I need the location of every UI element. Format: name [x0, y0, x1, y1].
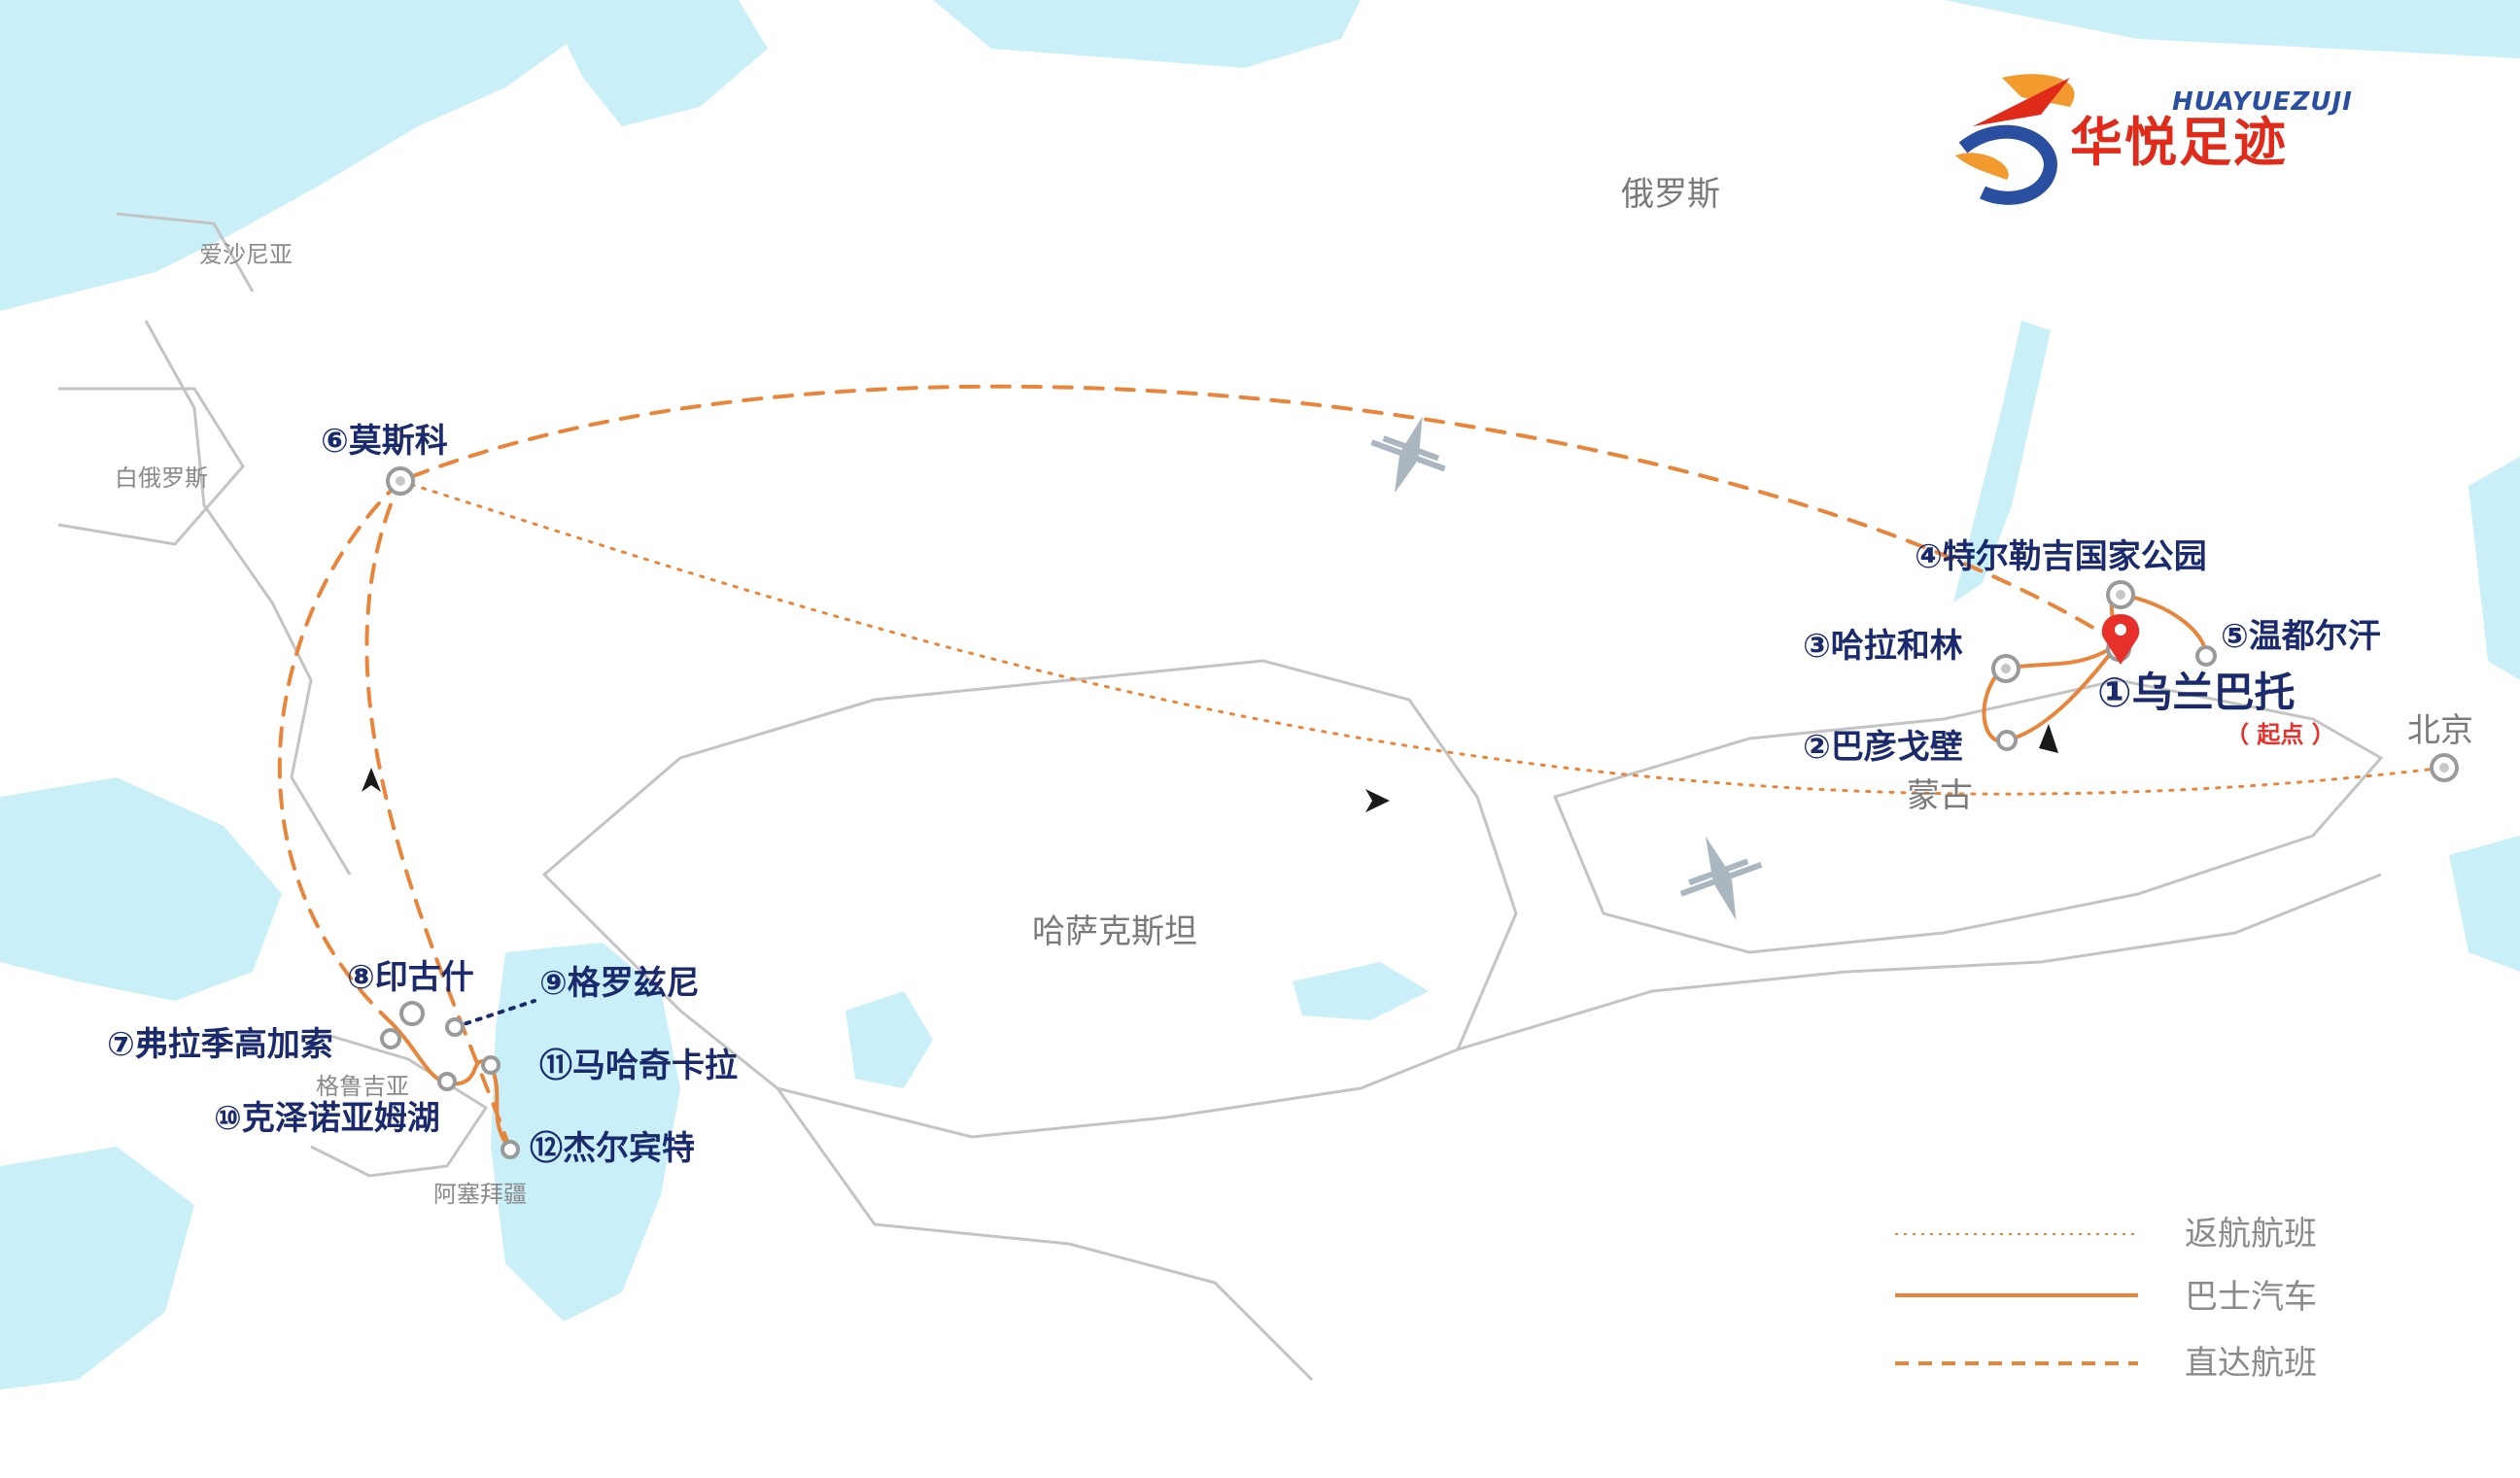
border-russia-west [144, 320, 352, 876]
border-central-asia [776, 1087, 1314, 1382]
stop-label-terelj: ④特尔勒吉国家公园 [1915, 537, 2207, 576]
direct-flight-moscow-caucasus [277, 479, 402, 1024]
arctic-coast [933, 0, 1361, 68]
start-tag: （ 起点 ） [2226, 721, 2335, 748]
border-estonia [116, 212, 255, 292]
plane-icon [1679, 836, 1763, 921]
legend-direct-flight: 直达航班 [2185, 1344, 2317, 1383]
routes [277, 384, 2446, 1151]
legend-bus: 巴士汽车 [2185, 1278, 2317, 1317]
marker-ingushetia [399, 1001, 425, 1026]
marker-bayan-gobi [1996, 730, 2018, 751]
plane-icon [1370, 416, 1446, 494]
stop-label-moscow: ⑥莫斯科 [321, 422, 448, 461]
country-estonia: 爱沙尼亚 [199, 241, 293, 268]
direct-flight-derbent-moscow [364, 479, 512, 1151]
border-china [1457, 873, 2382, 1051]
stop-label-kharkhorin: ③哈拉和林 [1803, 627, 1963, 666]
direct-flight-ulaanbaatar-moscow [398, 384, 2121, 645]
marker-derbent [501, 1140, 520, 1159]
return-flight-route [398, 479, 2446, 796]
country-belarus: 白俄罗斯 [115, 464, 208, 492]
country-azerbaijan: 阿塞拜疆 [433, 1181, 527, 1208]
stop-label-vladikavkaz: ⑦弗拉季高加索 [107, 1025, 333, 1064]
stop-label-derbent: ⑫杰尔宾特 [530, 1129, 695, 1168]
marker-makhachkala [481, 1055, 501, 1075]
brand-logo-icon [1955, 74, 2075, 205]
lake-baikal [1953, 321, 2051, 602]
brand-english: HUAYUEZUJI [2172, 87, 2353, 117]
black-sea [0, 777, 282, 1001]
stop-label-kezenoyam: ⑩克泽诺亚姆湖 [214, 1099, 440, 1138]
legend-lines [1895, 1233, 2138, 1365]
direction-arrows [362, 724, 2058, 812]
marker-grozny [445, 1017, 465, 1037]
stop-label-ulaanbaatar: ①乌兰巴托 [2097, 669, 2296, 716]
arrow-southwest-icon [2039, 724, 2058, 753]
country-kazakhstan: 哈萨克斯坦 [1032, 912, 1197, 951]
border-belarus [57, 387, 245, 546]
marker-vladikavkaz [380, 1028, 401, 1049]
arrow-north-icon [362, 768, 381, 792]
border-kazakhstan [541, 659, 1518, 1139]
water-bodies [0, 0, 2520, 1390]
country-mongolia: 蒙古 [1907, 776, 1973, 815]
border-mongolia [1552, 678, 2384, 954]
borders [57, 212, 2384, 1382]
mediterranean [0, 1147, 194, 1390]
country-russia: 俄罗斯 [1621, 175, 1720, 214]
aral-sea [846, 991, 933, 1088]
marker-centers [396, 476, 2449, 773]
marker-kezenoyam [437, 1072, 457, 1091]
bus-caucasus [389, 1020, 512, 1151]
arctic-east [1944, 0, 2520, 58]
stop-label-makhachkala: ⑪马哈奇卡拉 [539, 1047, 738, 1085]
plane-icons [1370, 416, 1763, 921]
bohai [2449, 836, 2520, 972]
east-coast [2468, 457, 2520, 680]
city-beijing: 北京 [2407, 711, 2473, 750]
stop-label-undurkhaan: ⑤温都尔汗 [2221, 617, 2381, 656]
legend-return-flight: 返航航班 [2185, 1215, 2317, 1254]
country-georgia: 格鲁吉亚 [316, 1073, 409, 1100]
arrow-east-icon [1365, 789, 1390, 812]
bus-mongolia-loop [1982, 590, 2208, 743]
stop-label-bayan-gobi: ②巴彦戈壁 [1803, 728, 1963, 767]
border-caucasus [310, 1028, 489, 1178]
bus-grozny-link [453, 999, 536, 1029]
stop-label-grozny: ⑨格罗兹尼 [539, 964, 700, 1003]
caspian-sea [491, 943, 680, 1322]
baltic-sea [0, 0, 573, 311]
brand-chinese: 华悦足迹 [2070, 112, 2288, 173]
stop-label-ingushetia: ⑧印古什 [347, 958, 474, 997]
white-sea [544, 0, 768, 126]
marker-undurkhaan [2195, 645, 2217, 667]
lake-balkhash [1293, 962, 1429, 1020]
start-pin-icon [2101, 614, 2140, 665]
